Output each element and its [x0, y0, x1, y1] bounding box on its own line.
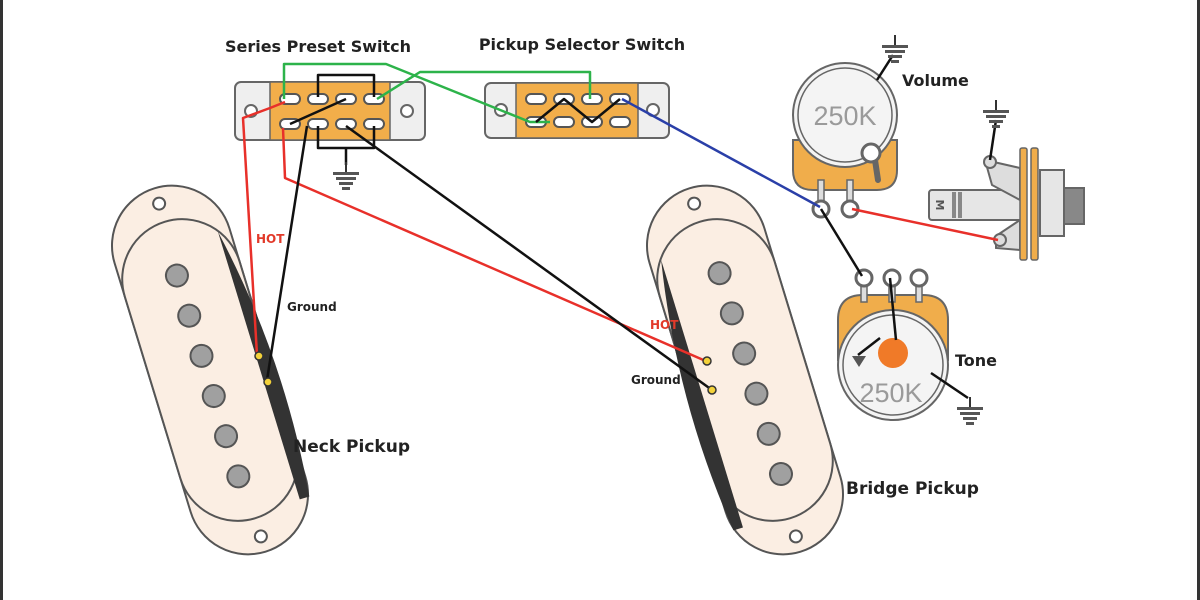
pole-piece: [226, 464, 251, 489]
mount-hole-icon: [400, 104, 414, 118]
pole-piece: [732, 341, 757, 366]
neck-hot-label: HOT: [256, 232, 285, 246]
volume-label: Volume: [902, 71, 969, 90]
solder-point: [707, 385, 717, 395]
pole-piece: [214, 424, 239, 449]
pole-piece: [201, 384, 226, 409]
neck-pickup: [110, 184, 310, 556]
pole-piece: [744, 381, 769, 406]
pole-piece: [756, 421, 781, 446]
volume-pot-value: 250K: [813, 101, 876, 131]
pole-piece: [189, 343, 214, 368]
volume-pot: [792, 34, 909, 219]
pole-piece: [768, 462, 793, 487]
capacitor-icon: [878, 338, 908, 368]
jack-marking: M: [933, 200, 946, 211]
bridge-pickup-label: Bridge Pickup: [846, 479, 979, 499]
volume-to-tone-wire: [819, 208, 864, 277]
solder-point: [702, 356, 712, 366]
output-jack: [928, 99, 1085, 261]
neck-hot-wire: [241, 100, 286, 356]
neck-ground-label: Ground: [287, 300, 337, 314]
tone-pot-value: 250K: [859, 378, 922, 408]
bridge-ground-label: Ground: [631, 373, 681, 387]
pole-piece: [707, 261, 732, 286]
switch-jumper: [316, 73, 376, 97]
bridge-hot-wire: [281, 127, 709, 364]
selector-jumper: [535, 97, 621, 124]
series-switch-label: Series Preset Switch: [225, 37, 411, 56]
pole-piece: [177, 303, 202, 328]
solder-point: [263, 377, 273, 387]
neck-pickup-label: Neck Pickup: [293, 437, 410, 457]
bridge-ground-wire: [345, 124, 713, 392]
green-wire: [376, 70, 592, 101]
tone-pot: [837, 268, 984, 426]
pole-piece: [164, 263, 189, 288]
tone-label: Tone: [955, 351, 997, 370]
volume-to-jack-wire: [851, 207, 999, 242]
bridge-hot-label: HOT: [650, 318, 679, 332]
neck-ground-wire: [265, 125, 309, 381]
wires: [241, 62, 999, 392]
switch-jumper: [289, 97, 347, 126]
blue-wire: [621, 97, 821, 209]
pole-piece: [719, 301, 744, 326]
bridge-pickup: [645, 184, 845, 556]
solder-point: [254, 351, 264, 361]
series-preset-switch: [234, 81, 426, 141]
selector-switch-label: Pickup Selector Switch: [479, 35, 685, 54]
